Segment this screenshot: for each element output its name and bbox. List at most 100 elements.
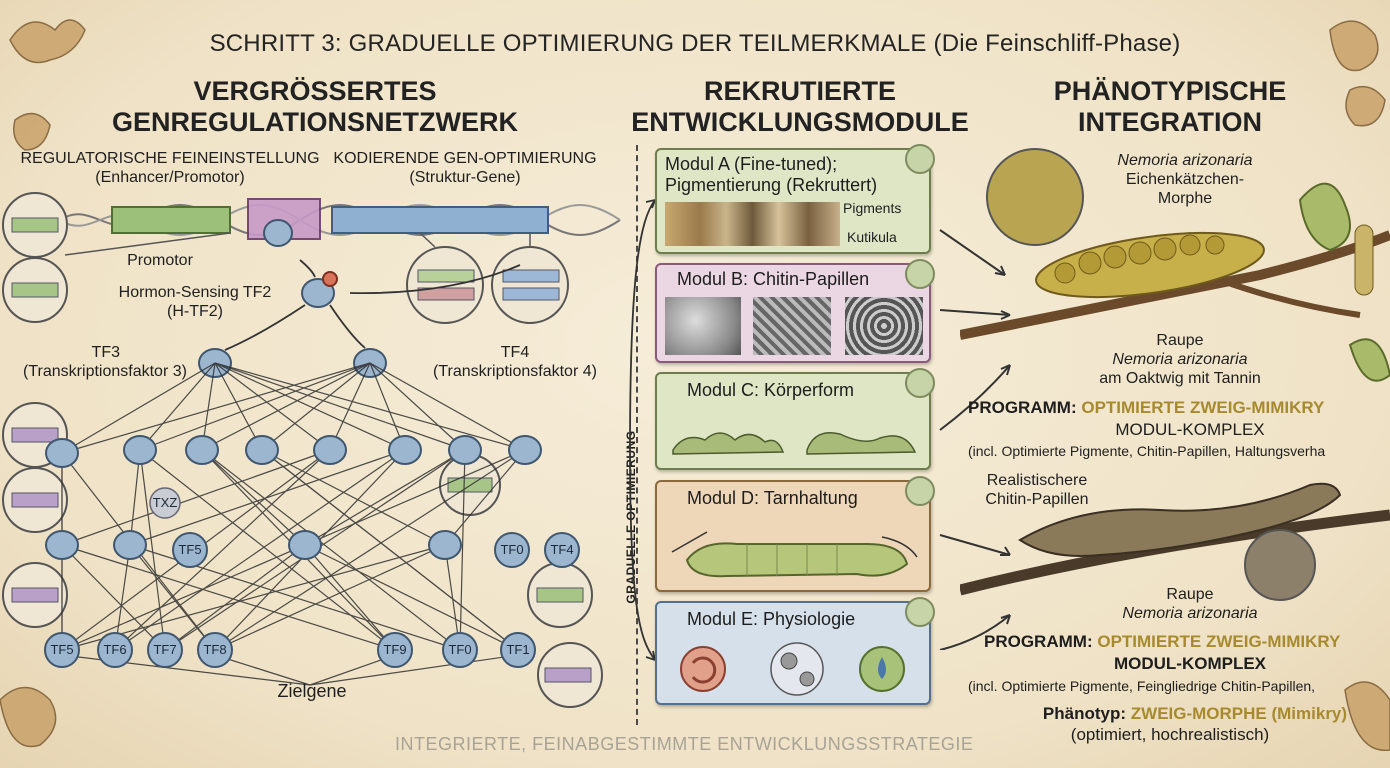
tf-node — [45, 530, 79, 560]
target-gene-label: TF7 — [153, 642, 176, 657]
target-gene-node — [147, 632, 183, 668]
target-gene-label: TF9 — [383, 642, 406, 657]
caterpillar-posture-graphic — [671, 531, 918, 578]
module-d-title: Modul D: Tarnhaltung — [687, 488, 858, 508]
oak-leaf-icon — [1298, 182, 1351, 252]
tf-node — [185, 435, 219, 465]
module-arrows — [629, 199, 656, 661]
sem-image — [845, 297, 923, 355]
page-title: SCHRITT 3: GRADUELLE OPTIMIERUNG DER TEI… — [209, 30, 1181, 57]
tf3-label: TF3(Transkriptionsfaktor 3) — [23, 344, 187, 380]
coding-region — [331, 206, 549, 234]
tf-node — [313, 435, 347, 465]
txz-label: TXZ — [153, 495, 178, 510]
dna-strand — [59, 198, 621, 240]
target-gene-label: TF6 — [103, 642, 126, 657]
module-e-title: Modul E: Physiologie — [687, 609, 856, 629]
module-badge-icon — [905, 259, 935, 289]
program-1: PROGRAMM: OPTIMIERTE ZWEIG-MIMIKRY — [968, 398, 1325, 417]
refresh-icon — [680, 646, 726, 692]
zielgene-label: Zielgene — [277, 681, 347, 701]
gene-detail-circle — [406, 246, 484, 324]
phenotype-result-sub: (optimiert, hochrealistisch) — [1070, 725, 1270, 744]
oak-leaf-icon — [0, 686, 57, 748]
tf-node-label: TF4 — [550, 542, 573, 557]
zoom-detail-circle — [986, 148, 1084, 246]
sem-image — [753, 297, 831, 355]
species-top: Nemoria arizonaria Eichenkätzchen- Morph… — [1117, 152, 1253, 207]
tf-node — [245, 435, 279, 465]
target-gene-label: TF1 — [506, 642, 529, 657]
raupe-oak-label: Raupe Nemoria arizonaria am Oaktwig mit … — [1099, 332, 1261, 387]
module-badge-icon — [905, 476, 935, 506]
target-gene-label: TF8 — [203, 642, 226, 657]
module-e: Modul E: Physiologie — [655, 597, 935, 705]
column-separator — [636, 145, 638, 725]
target-gene-node — [377, 632, 413, 668]
regulatory-heading: REGULATORISCHE FEINEINSTELLUNG(Enhancer/… — [20, 150, 320, 186]
module-complex-1: MODUL-KOMPLEX — [1115, 420, 1265, 439]
target-gene-node — [44, 632, 80, 668]
tf-node-label: TF5 — [178, 542, 201, 557]
zoom-detail-circle — [1244, 529, 1316, 601]
tf-node — [123, 435, 157, 465]
module-b: Modul B: Chitin-Papillen — [655, 259, 935, 363]
gene-detail-circle — [491, 246, 569, 324]
kutikula-label: Kutikula — [847, 229, 897, 245]
oak-leaf-icon — [9, 19, 86, 64]
target-gene-node — [500, 632, 536, 668]
module-d: Modul D: Tarnhaltung — [655, 476, 935, 592]
phenotype-result: Phänotyp: ZWEIG-MORPHE (Mimikry) — [1042, 704, 1348, 723]
program-2: PROGRAMM: OPTIMIERTE ZWEIG-MIMIKRY — [984, 632, 1341, 651]
module-b-title: Modul B: Chitin-Papillen — [677, 269, 870, 289]
module-badge-icon — [905, 368, 935, 398]
module-complex-2-detail: (incl. Optimierte Pigmente, Feingliedrig… — [968, 678, 1316, 694]
tf4-label: TF4(Transkriptionsfaktor 4) — [433, 344, 597, 380]
tf-node — [448, 435, 482, 465]
coding-heading: KODIERENDE GEN-OPTIMIERUNG(Struktur-Gene… — [333, 150, 597, 186]
phenotype-illustration — [960, 148, 1390, 601]
tf-labeled-node — [172, 532, 208, 568]
tf-node — [508, 435, 542, 465]
module-badge-icon — [905, 144, 935, 174]
target-gene-node — [197, 632, 233, 668]
oak-leaf-icon — [1348, 338, 1390, 382]
tf-node — [113, 530, 147, 560]
oak-leaf-icon — [1329, 20, 1379, 72]
tf-labeled-node — [494, 532, 530, 568]
target-gene-node — [97, 632, 133, 668]
tf-node — [288, 530, 322, 560]
target-gene-label: TF0 — [448, 642, 471, 657]
txz-node — [149, 487, 181, 519]
target-gene-node — [442, 632, 478, 668]
promotor-label: Promotor — [127, 252, 193, 269]
tf-labeled-node — [544, 532, 580, 568]
tf-node-label: TF0 — [500, 542, 523, 557]
module-complex-1-detail: (incl. Optimierte Pigmente, Chitin-Papil… — [968, 443, 1326, 459]
tf-node — [428, 530, 462, 560]
module-c-title: Modul C: Körperform — [687, 380, 855, 400]
tf-node — [45, 438, 79, 468]
tf2-label: Hormon-Sensing TF2(H-TF2) — [118, 284, 272, 320]
sem-image — [665, 297, 741, 355]
twig-caterpillar — [1018, 482, 1342, 557]
footer-caption: INTEGRIERTE, FEINABGESTIMMTE ENTWICKLUNG… — [395, 734, 974, 754]
gears-icon — [770, 642, 824, 696]
module-a-title: Modul A (Fine-tuned);Pigmentierung (Rekr… — [665, 154, 878, 195]
tf-enhancer-node — [263, 219, 293, 247]
module-a: Modul A (Fine-tuned);Pigmentierung (Rekr… — [655, 144, 935, 254]
oak-leaf-icon — [13, 112, 51, 151]
tf2-node — [301, 278, 335, 308]
oak-leaf-icon — [1345, 85, 1386, 127]
integration-arrows — [939, 229, 1011, 650]
promotor-region — [111, 206, 231, 234]
module-complex-2: MODUL-KOMPLEX — [1113, 654, 1267, 673]
raupe-twig-label: Raupe Nemoria arizonaria — [1122, 586, 1258, 622]
